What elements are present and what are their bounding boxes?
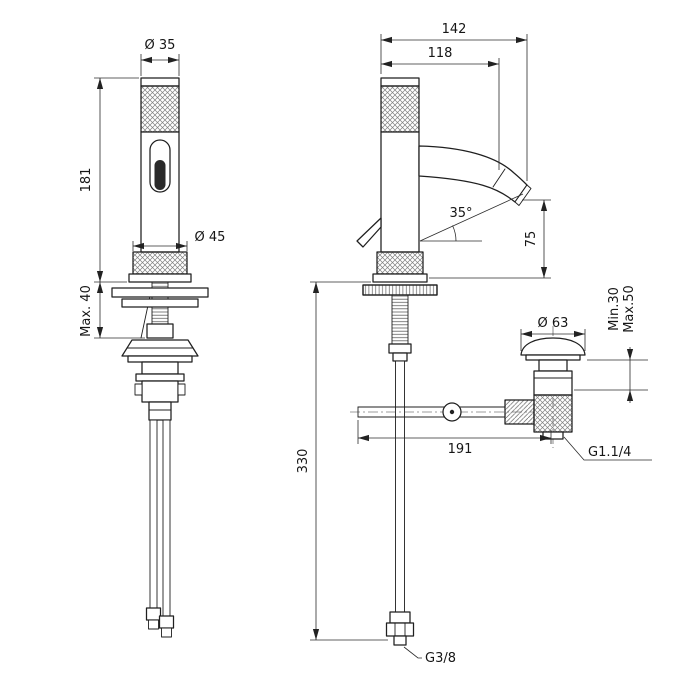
escutcheon	[362, 284, 438, 296]
dim-label-spout-reach: 118	[428, 46, 453, 61]
mounting-front	[111, 281, 209, 339]
top-cap-side	[380, 77, 420, 87]
body-side	[380, 131, 420, 253]
dim-label-height: 181	[79, 168, 94, 193]
dim-max-deck: Max. 40	[79, 282, 145, 339]
hoses-front	[145, 419, 175, 638]
handle-pin	[154, 160, 166, 190]
dim-base-diameter: Ø 45	[132, 230, 226, 251]
hose-tube	[395, 360, 405, 613]
base-knurl-front	[132, 251, 188, 275]
hose-nut	[385, 622, 415, 637]
aerator-joint-line	[492, 168, 506, 188]
thread-inlet	[504, 399, 535, 425]
dim-label-reach: 191	[448, 442, 473, 457]
mounting-washer-2	[121, 298, 199, 308]
dim-outlet-height: 75	[429, 199, 551, 279]
dim-flange-diameter: Ø 63	[520, 316, 586, 351]
dim-reach: 191	[357, 420, 552, 457]
dim-label-drain-thread: G1.1/4	[588, 445, 631, 460]
dim-height: 181	[79, 77, 139, 283]
front-dims: Ø 35 181 Ø 45 Max. 40	[79, 38, 226, 339]
drain-body-group	[504, 337, 586, 440]
dim-label-top-diameter: Ø 35	[145, 38, 176, 53]
hose-connector-left	[145, 607, 162, 621]
ball-joint-center	[449, 409, 455, 415]
top-cap-front	[140, 77, 180, 87]
hose-tip	[393, 635, 407, 646]
dim-label-total-depth: 142	[442, 22, 467, 37]
base-knurl-side	[376, 251, 424, 275]
drain-view: Ø 63 Min.30 Max.50 191 G1.1/4	[350, 285, 652, 461]
spout	[418, 145, 528, 203]
faucet-body-side	[380, 77, 420, 253]
dim-hose-length: 330	[296, 281, 388, 641]
dim-spout-angle: 35°	[419, 193, 524, 242]
lever	[356, 217, 382, 248]
base-collar-front	[128, 273, 192, 283]
dim-label-base-diameter: Ø 45	[195, 230, 226, 245]
dim-label-max-deck: Max. 40	[79, 285, 94, 337]
drain-knurl	[533, 394, 573, 433]
dim-label-deck-max: Max.50	[622, 285, 637, 333]
label-drain-thread: G1.1/4	[563, 436, 652, 461]
label-hose-thread: G3/8	[403, 646, 456, 666]
drain-flange	[520, 337, 586, 356]
dim-label-spout-angle: 35°	[449, 206, 472, 221]
threaded-shank-side	[391, 294, 409, 345]
dim-total-depth: 142	[380, 22, 528, 181]
side-view: 142 118 35° 75	[296, 22, 551, 666]
hose-tail-left	[149, 419, 158, 609]
dim-label-hose-thread: G3/8	[425, 651, 456, 666]
shank-side	[362, 284, 438, 362]
drain-dims: Ø 63 Min.30 Max.50 191 G1.1/4	[357, 285, 652, 461]
hose-connector-right	[158, 615, 175, 629]
faucet-body-front	[128, 77, 192, 283]
drain-upper-body	[533, 370, 573, 396]
aerator-tip	[514, 184, 532, 206]
supply-hose	[385, 360, 415, 646]
dim-label-flange-diameter: Ø 63	[538, 316, 569, 331]
pop-up-rod	[350, 402, 534, 422]
knurl-band-front	[140, 85, 180, 133]
waste-front	[121, 339, 199, 421]
base-collar-side	[372, 273, 428, 283]
dim-label-hose-length: 330	[296, 449, 311, 474]
drain-flange-brim	[525, 354, 581, 361]
mounting-nut	[146, 323, 174, 339]
drain-neck	[538, 359, 568, 372]
front-view: Ø 35 181 Ø 45 Max. 40	[79, 38, 226, 638]
dim-label-deck-min: Min.30	[607, 287, 622, 331]
base-side	[372, 251, 428, 283]
dim-label-outlet-height: 75	[524, 231, 539, 248]
side-dims: 142 118 35° 75	[296, 22, 551, 666]
dim-spout-reach: 118	[381, 46, 500, 170]
knurl-band-side	[380, 85, 420, 133]
dim-deck-range: Min.30 Max.50	[574, 285, 648, 403]
dim-top-diameter: Ø 35	[140, 38, 180, 76]
mounting-washer-1	[111, 287, 209, 298]
hose-tail-right	[162, 419, 171, 617]
